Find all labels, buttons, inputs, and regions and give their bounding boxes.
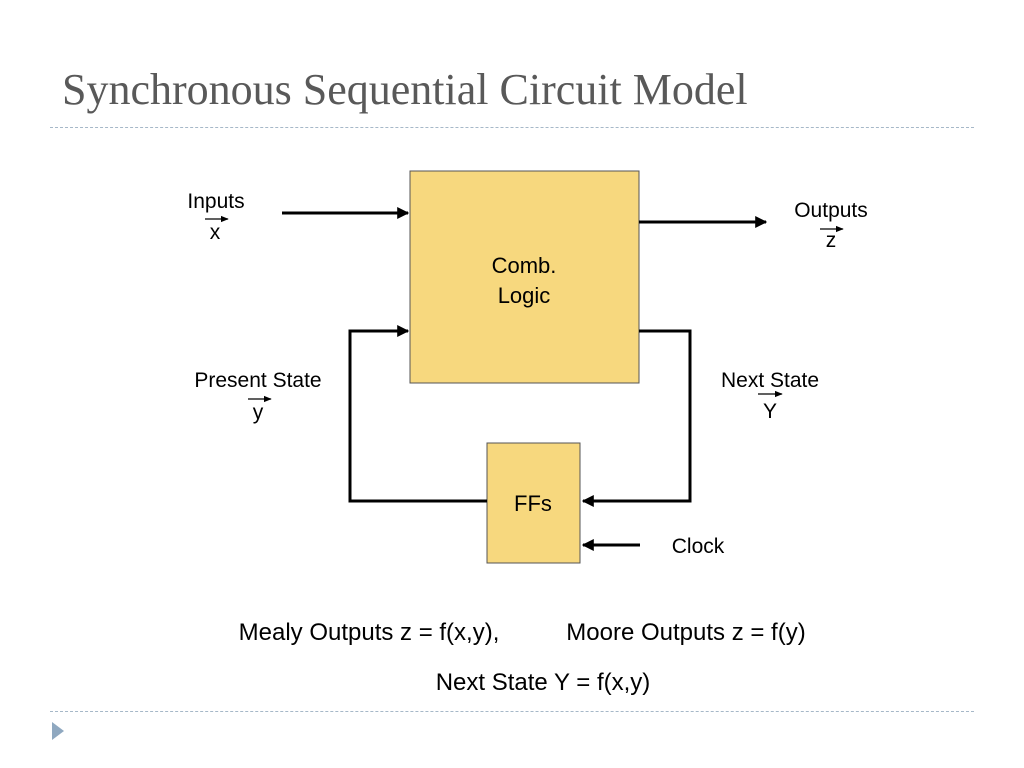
- top-divider: [50, 127, 974, 128]
- next-state-label: Next State: [720, 369, 820, 392]
- next-state-path: [581, 329, 692, 507]
- triangle-bullet-icon: [52, 722, 64, 740]
- comb-logic-box: [409, 170, 640, 384]
- next-state-symbol: Y: [762, 400, 778, 423]
- moore-equation: Moore Outputs z = f(y): [566, 619, 806, 646]
- comb-logic-label: Comb. Logic: [492, 251, 557, 311]
- outputs-label: Outputs: [794, 199, 868, 222]
- comb-logic-line1: Comb.: [491, 253, 557, 278]
- clock-label: Clock: [671, 535, 725, 558]
- mealy-equation: Mealy Outputs z = f(x,y),: [238, 619, 500, 646]
- bottom-divider: [50, 711, 974, 712]
- present-state-symbol: y: [252, 401, 264, 424]
- ffs-box: [486, 442, 581, 564]
- present-state-path: [348, 325, 487, 503]
- ffs-label: FFs: [514, 491, 552, 516]
- inputs-symbol: x: [209, 221, 221, 244]
- outputs-symbol: z: [825, 229, 837, 252]
- next-state-equation: Next State Y = f(x,y): [435, 669, 651, 696]
- comb-logic-line2: Logic: [497, 283, 551, 308]
- inputs-label: Inputs: [187, 190, 245, 213]
- slide-title: Synchronous Sequential Circuit Model: [62, 65, 748, 114]
- present-state-label: Present State: [194, 369, 322, 392]
